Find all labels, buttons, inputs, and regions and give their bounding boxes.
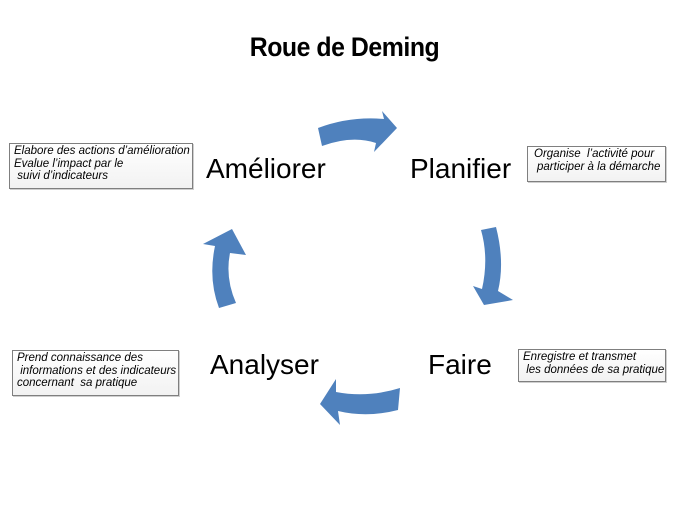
note-line: concernant sa pratique [17, 377, 138, 389]
step-faire-label: Faire [428, 349, 492, 380]
note-line: Prend connaissance des [17, 352, 143, 364]
note-line: les données de sa pratique [523, 363, 665, 376]
step-planifier-label: Planifier [410, 153, 512, 184]
arrow-faire-to-analyser [320, 379, 400, 425]
note-analyser: Prend connaissance des informations et d… [12, 350, 179, 396]
note-line: informations et des indicateurs [17, 364, 177, 377]
step-ameliorer-label: Améliorer [206, 153, 326, 184]
note-line: participer à la démarche [537, 160, 661, 173]
note-faire: Enregistre et transmet les données de sa… [518, 349, 666, 382]
arrow-planifier-to-faire [473, 227, 513, 305]
step-analyser-label: Analyser [210, 349, 319, 380]
arrow-analyser-to-ameliorer [203, 229, 246, 308]
note-planifier: Organise l’activité pour participer à la… [527, 146, 666, 182]
note-line: Elabore des actions d’amélioration [14, 145, 190, 157]
note-line: Enregistre et transmet [523, 351, 637, 363]
note-line: Evalue l’impact par le [14, 157, 124, 170]
arrow-ameliorer-to-planifier [318, 111, 397, 152]
note-line: Organise l’activité pour [534, 148, 655, 160]
note-ameliorer: Elabore des actions d’amélioration Evalu… [9, 143, 193, 189]
note-line: suivi d’indicateurs [14, 170, 108, 182]
diagram-title: Roue de Deming [249, 32, 440, 62]
